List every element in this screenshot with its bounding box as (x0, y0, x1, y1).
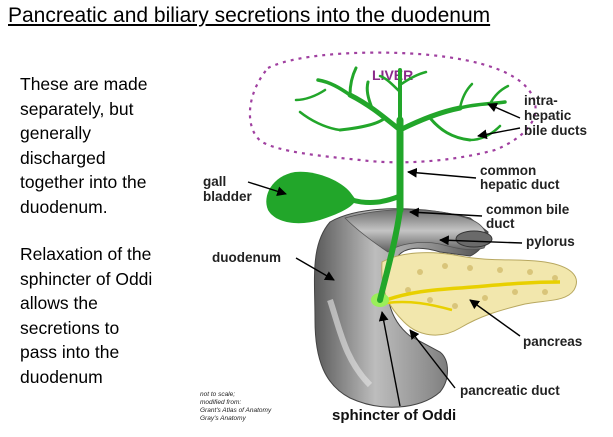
arrow-intrahepatic-2 (477, 127, 521, 140)
intrahepatic-label-2: hepatic (524, 108, 572, 123)
common-bile-label-2: duct (486, 216, 515, 231)
text-line: duodenum (20, 366, 103, 387)
text-line: discharged (20, 147, 106, 168)
intrahepatic-label-3: bile ducts (524, 123, 587, 138)
text-line: separately, but (20, 98, 134, 119)
common-hepatic-label-2: hepatic duct (480, 177, 560, 192)
arrow-pancreatic-duct (409, 329, 456, 389)
duodenum (313, 208, 493, 408)
page-title: Pancreatic and biliary secretions into t… (8, 4, 491, 27)
duodenum-label: duodenum (212, 250, 281, 265)
pancreas-label: pancreas (523, 334, 582, 349)
arrow-common-hepatic (407, 167, 477, 179)
text-line: pass into the (20, 342, 120, 362)
text-line: duodenum. (20, 196, 108, 217)
arrow-duodenum (295, 257, 335, 281)
intro-paragraph: These are made separately, but generally… (20, 72, 147, 219)
arrow-gall-bladder (247, 181, 287, 197)
sphincter-label: sphincter of Oddi (332, 407, 456, 424)
common-bile-label-1: common bile (486, 202, 570, 217)
credit-line-2: modified from: (200, 399, 241, 406)
text-line: secretions to (20, 317, 120, 338)
gall-label-2: bladder (203, 189, 253, 204)
arrow-common-bile (409, 207, 483, 218)
text-line: sphincter of Oddi (20, 268, 153, 289)
gall-label-1: gall (203, 174, 226, 189)
text-line: together into the (20, 172, 147, 192)
sphincter-paragraph: Relaxation of the sphincter of Oddi allo… (20, 242, 152, 389)
credit-line-3: Grant's Atlas of Anatomy (200, 407, 272, 414)
text-line: Relaxation of the (20, 244, 152, 264)
text-line: allows the (20, 293, 98, 313)
bile-ducts (294, 66, 510, 303)
credit-line-1: not to scale; (200, 391, 235, 398)
pancreatic-duct-label: pancreatic duct (460, 383, 560, 398)
text-line: generally (20, 123, 92, 143)
text-line: These are made (20, 74, 148, 94)
liver-outline (248, 51, 537, 164)
arrow-pylorus (439, 235, 523, 246)
intrahepatic-label-1: intra- (524, 93, 558, 108)
arrow-sphincter (378, 311, 401, 407)
arrow-pancreas (469, 299, 521, 337)
credit-line-4: Gray's Anatomy (200, 415, 247, 422)
arrow-intrahepatic-1 (487, 103, 521, 119)
pancreas (381, 252, 577, 336)
pylorus-label: pylorus (526, 234, 575, 249)
common-hepatic-label-1: common (480, 163, 536, 178)
liver-label: LIVER (372, 67, 413, 83)
gall-bladder (266, 171, 356, 224)
